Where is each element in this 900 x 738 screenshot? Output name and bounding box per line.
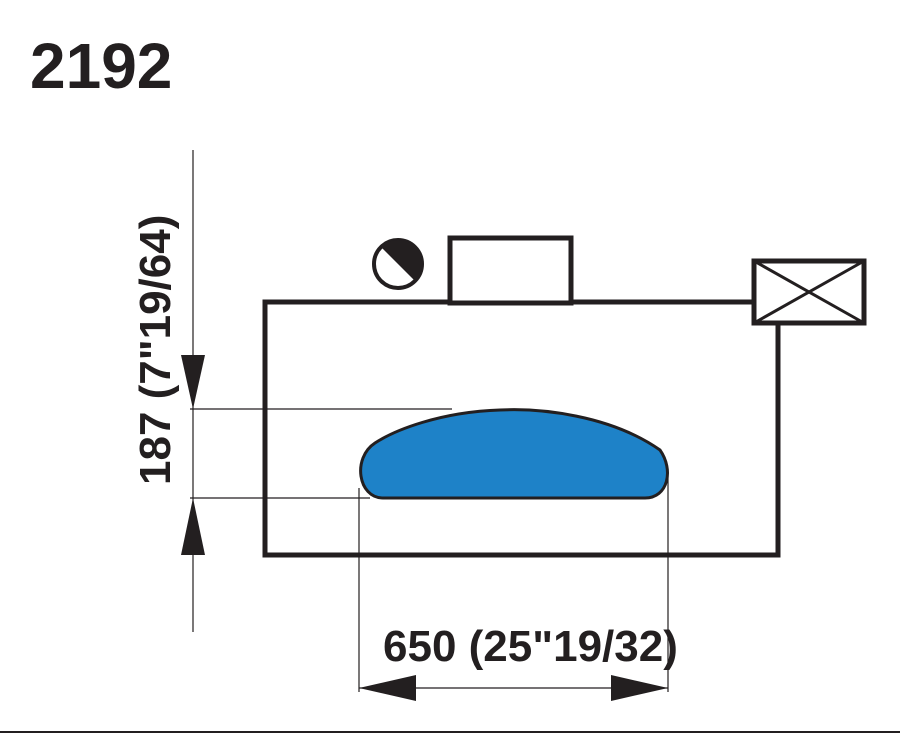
width-arrow-left	[359, 675, 416, 701]
half-circle-symbol	[372, 238, 424, 290]
height-arrow-down	[181, 355, 205, 409]
top-box	[447, 235, 574, 306]
crossed-box-symbol	[751, 258, 867, 326]
width-arrow-right	[611, 675, 668, 701]
height-dimension-label: 187 (7"19/64)	[131, 215, 180, 485]
width-dimension-label: 650 (25"19/32)	[383, 622, 678, 671]
model-number: 2192	[30, 30, 172, 102]
blue-pad-shape	[359, 408, 669, 500]
height-arrow-up	[181, 498, 205, 555]
